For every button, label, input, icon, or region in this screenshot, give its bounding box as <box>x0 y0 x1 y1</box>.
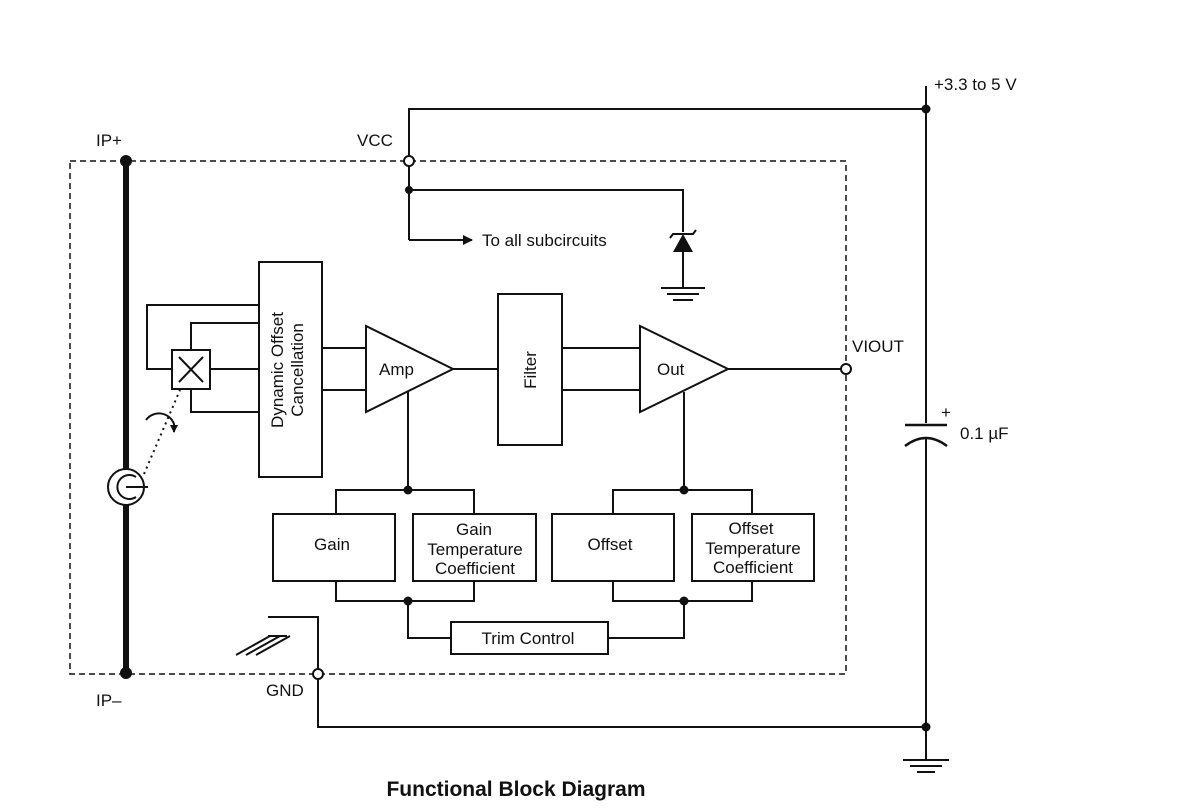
ground-symbol-zener <box>661 287 705 301</box>
offset-temperature-coefficient-block <box>691 513 815 582</box>
vcc-label: VCC <box>357 131 393 150</box>
primary-conductor <box>107 155 148 679</box>
offset-label: Offset <box>587 535 632 554</box>
capacitor-value-label: 0.1 µF <box>960 424 1009 443</box>
gain-label: Gain <box>314 535 350 554</box>
trim-control-label: Trim Control <box>482 629 575 648</box>
dynamic-offset-cancellation-block <box>258 261 323 478</box>
gain-tc-label-1: Gain <box>456 520 492 539</box>
vcc-pin <box>403 155 415 167</box>
gain-block <box>272 513 396 582</box>
capacitor-polarity: + <box>941 403 951 422</box>
diagram-title: Functional Block Diagram <box>386 778 645 801</box>
gnd-pin <box>312 668 324 680</box>
dynamic-offset-label-2: Cancellation <box>288 323 307 417</box>
subcircuits-note: To all subcircuits <box>482 231 607 250</box>
supply-voltage-label: +3.3 to 5 V <box>934 75 1017 94</box>
ground-symbol-right <box>903 759 949 773</box>
hall-element <box>171 349 211 390</box>
amp-label: Amp <box>379 360 414 379</box>
dynamic-offset-label-1: Dynamic Offset <box>268 312 287 428</box>
viout-label: VIOUT <box>852 337 904 356</box>
filter-label: Filter <box>521 351 540 389</box>
zener-diode <box>669 229 697 252</box>
trim-control-block <box>450 621 609 655</box>
amp-block <box>365 324 456 414</box>
offset-tc-label-3: Coefficient <box>713 558 793 577</box>
ip-minus-label: IP– <box>96 691 122 710</box>
gain-tc-label-2: Temperature <box>427 540 522 559</box>
offset-tc-label-1: Offset <box>728 519 773 538</box>
ip-plus-label: IP+ <box>96 131 122 150</box>
filter-block <box>497 293 563 446</box>
offset-tc-label-2: Temperature <box>705 539 800 558</box>
out-block <box>639 324 731 414</box>
out-label: Out <box>657 360 685 379</box>
gnd-label: GND <box>266 681 304 700</box>
offset-block <box>551 513 675 582</box>
gain-tc-label-3: Coefficient <box>435 559 515 578</box>
viout-pin <box>840 363 852 375</box>
field-arrow <box>145 412 178 433</box>
ground-symbol-internal <box>235 635 291 656</box>
package-outline <box>69 160 847 675</box>
